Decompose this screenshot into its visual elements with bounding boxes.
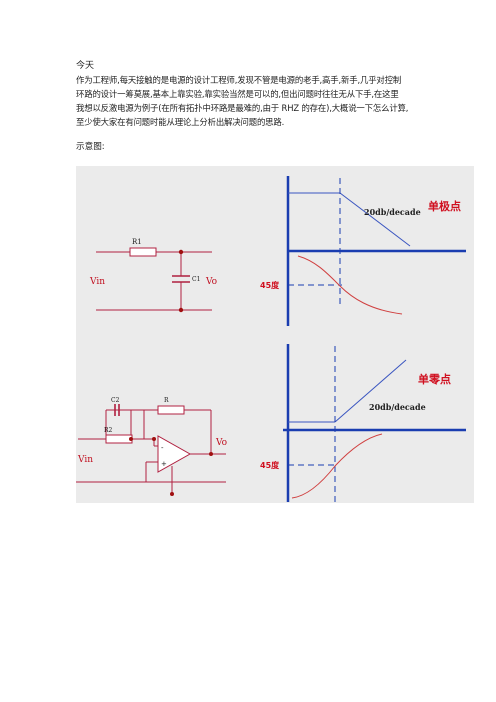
resistor-r1 — [129, 247, 157, 257]
c1-label: C1 — [192, 276, 200, 283]
node-dot — [129, 437, 133, 441]
gain-slope — [339, 192, 411, 247]
paragraph-line: 环路的设计一筹莫展,基本上靠实验,靠实验当然是可以的,但出问题时往往无从下手,在… — [76, 89, 399, 99]
phase-curve — [291, 433, 383, 499]
node-dot — [209, 452, 213, 456]
node-dot — [152, 437, 156, 441]
vo-label: Vo — [205, 277, 217, 287]
single-pole-label: 单极点 — [428, 199, 461, 213]
opamp-triangle — [157, 435, 192, 473]
paragraph-line: 作为工程师,每天接触的是电源的设计工程师,发现不管是电源的老手,高手,新手,几乎… — [76, 75, 402, 85]
r1-label: R1 — [132, 238, 142, 246]
schematic-figure: R1 C1 Vin Vo 20db/decade 单极点 45度 — [76, 166, 474, 503]
intro-paragraph: 作为工程师,每天接触的是电源的设计工程师,发现不管是电源的老手,高手,新手,几乎… — [76, 73, 436, 129]
r2-label: R2 — [104, 427, 113, 434]
r-label: R — [164, 397, 169, 404]
bottom-circuit — [76, 404, 226, 494]
plus-sign: + — [161, 460, 167, 468]
phase-label: 45度 — [260, 460, 280, 470]
vin-label: Vin — [89, 277, 105, 287]
phase-label: 45度 — [260, 280, 280, 290]
figure-label: 示意图: — [76, 142, 105, 152]
c2-label: C2 — [111, 397, 120, 404]
vo-label: Vo — [215, 438, 227, 448]
resistor-r2 — [105, 434, 133, 444]
vin-label: Vin — [77, 455, 93, 465]
node-dot — [178, 249, 184, 255]
paragraph-line: 我想以反激电源为例子(在所有拓扑中环路是最难的,由于 RHZ 的存在),大概说一… — [76, 103, 409, 113]
top-circuit — [96, 247, 212, 311]
figure-svg: R1 C1 Vin Vo 20db/decade 单极点 45度 — [76, 176, 466, 502]
slope-label: 20db/decade — [369, 402, 426, 412]
gain-slope — [334, 359, 407, 423]
bottom-plot — [283, 344, 466, 502]
doc-title: 今天 — [76, 61, 95, 71]
phase-curve — [297, 255, 403, 315]
node-dot — [170, 492, 174, 496]
minus-sign: - — [161, 444, 164, 452]
slope-label: 20db/decade — [364, 207, 421, 217]
top-plot — [286, 176, 466, 326]
single-zero-label: 单零点 — [418, 372, 451, 386]
node-dot — [178, 307, 184, 313]
paragraph-line: 至少使大家在有问题时能从理论上分析出解决问题的思路. — [76, 117, 285, 127]
resistor-r — [157, 405, 185, 415]
